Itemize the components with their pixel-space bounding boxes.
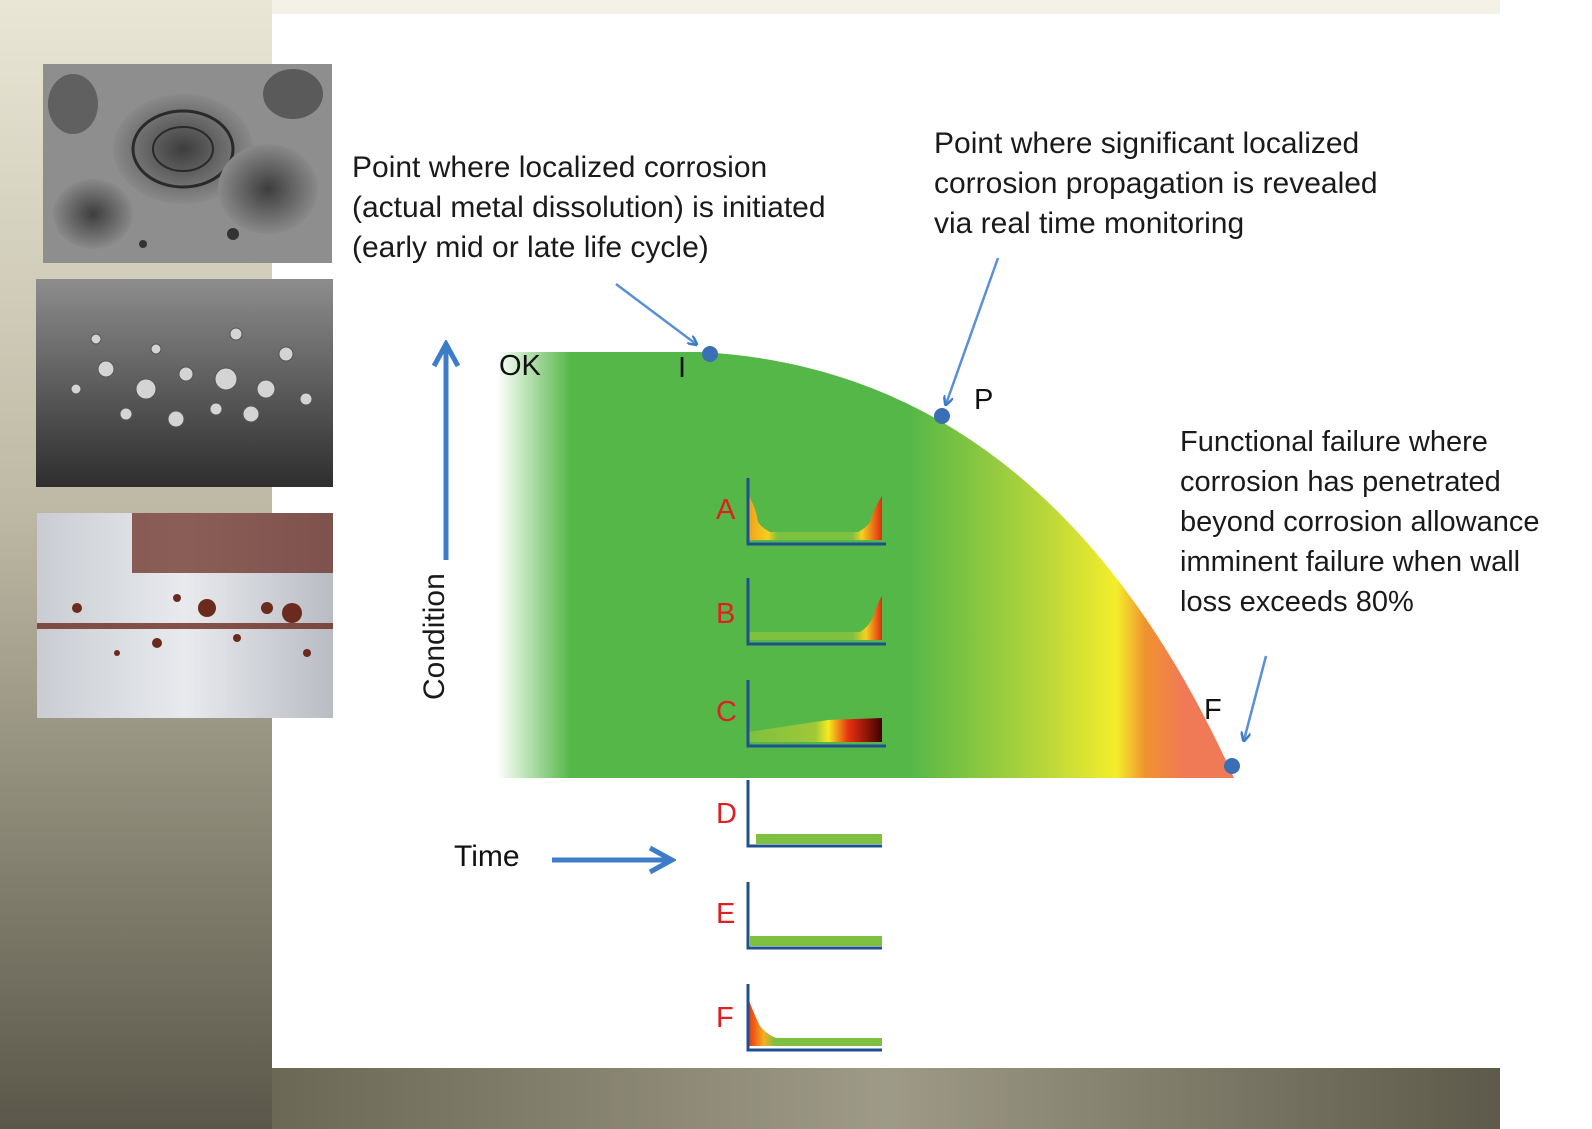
- sem-pit-image: [43, 64, 332, 263]
- mini-plot-a-label: A: [716, 494, 736, 526]
- mini-plot-f: [746, 984, 882, 1052]
- mini-plot-d: [746, 780, 882, 848]
- initiation-annotation: Point where localized corrosion (actual …: [352, 148, 826, 268]
- mini-plot-c-label: C: [716, 696, 737, 728]
- mini-plot-a: [746, 478, 886, 546]
- point-f-label: F: [1204, 694, 1222, 726]
- initiation-line: Point where localized corrosion: [352, 151, 768, 184]
- initiation-arrow: [615, 283, 696, 344]
- time-axis-label: Time: [454, 840, 520, 873]
- condition-axis-label: Condition: [418, 573, 451, 700]
- mini-plot-c: [746, 680, 886, 748]
- failure-line: Functional failure where: [1180, 426, 1488, 458]
- ok-label: OK: [499, 350, 541, 382]
- propagation-line: via real time monitoring: [934, 207, 1245, 240]
- propagation-line: Point where significant localized: [934, 127, 1360, 160]
- point-p-marker[interactable]: [934, 408, 950, 424]
- failure-line: beyond corrosion allowance: [1180, 506, 1540, 538]
- failure-line: loss exceeds 80%: [1180, 586, 1414, 618]
- point-f-marker[interactable]: [1224, 758, 1240, 774]
- mini-plot-e-label: E: [716, 898, 736, 930]
- mini-plot-b-label: B: [716, 598, 736, 630]
- propagation-annotation: Point where significant localized corros…: [934, 124, 1378, 244]
- mini-plot-b: [746, 578, 886, 646]
- failure-line: imminent failure when wall: [1180, 546, 1521, 578]
- mini-plot-d-label: D: [716, 798, 737, 830]
- pitted-surface-image: [36, 279, 333, 487]
- propagation-arrow: [946, 257, 1000, 404]
- condition-curve-area: [497, 352, 1234, 778]
- failure-annotation: Functional failure where corrosion has p…: [1180, 422, 1540, 622]
- mini-plot-e: [746, 882, 882, 950]
- point-i-marker[interactable]: [702, 346, 718, 362]
- rusted-steel-image: [37, 513, 333, 718]
- failure-line: corrosion has penetrated: [1180, 466, 1501, 498]
- initiation-line: (actual metal dissolution) is initiated: [352, 191, 826, 224]
- failure-arrow: [1244, 655, 1268, 740]
- point-i-label: I: [678, 352, 687, 384]
- mini-plot-f-label: F: [716, 1002, 734, 1034]
- propagation-line: corrosion propagation is revealed: [934, 167, 1378, 200]
- point-p-label: P: [974, 384, 994, 416]
- initiation-line: (early mid or late life cycle): [352, 231, 709, 264]
